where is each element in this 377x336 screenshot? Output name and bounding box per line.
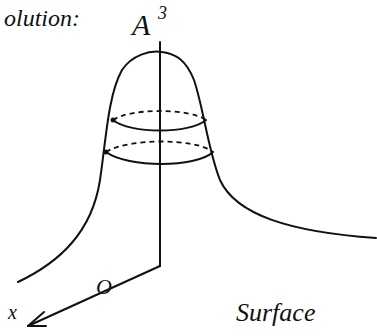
- axis-label: x: [8, 302, 17, 322]
- origin-label: O: [96, 276, 112, 298]
- surface-label: Surface: [236, 300, 315, 326]
- heading-note: olution:: [4, 6, 80, 30]
- space-symbol: A: [132, 10, 150, 40]
- exponent: 3: [158, 4, 167, 22]
